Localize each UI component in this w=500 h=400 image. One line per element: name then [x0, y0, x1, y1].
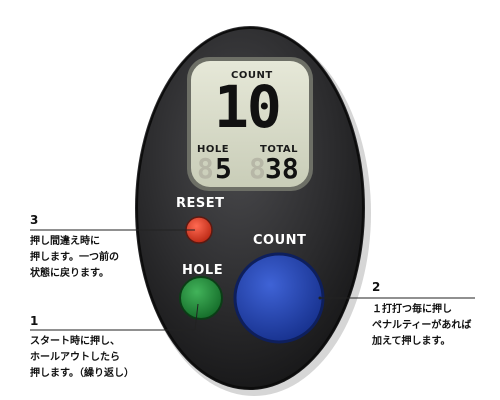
device-rim — [136, 27, 364, 389]
lcd-hole-label: HOLE — [197, 144, 230, 155]
lcd-total-value: 38 — [265, 152, 299, 185]
hole-button-label: HOLE — [182, 263, 224, 278]
hole-button[interactable] — [179, 276, 223, 320]
lcd-total-label: TOTAL — [260, 144, 298, 155]
lcd-total-ghost-digit: 8 — [249, 152, 266, 185]
callout-3-line-1: 押し間違え時に — [30, 236, 100, 247]
callout-line-1-leg — [194, 303, 199, 331]
callout-3-line-3: 状態に戻ります。 — [30, 268, 109, 279]
lcd-hole-value: 5 — [215, 152, 232, 185]
callout-3-line-2: 押します。一つ前の — [30, 252, 119, 263]
callout-1-line-1: スタート時に押し、 — [30, 336, 120, 347]
callout-text-2: １打打つ毎に押し ペナルティーがあれば 加えて押します。 — [372, 302, 471, 350]
callout-2-line-1: １打打つ毎に押し — [372, 304, 452, 315]
lcd-screen — [191, 61, 309, 187]
callout-number-2: 2 — [372, 280, 381, 294]
callout-text-1: スタート時に押し、 ホールアウトしたら 押します。（繰り返し） — [30, 334, 134, 382]
count-button[interactable] — [233, 252, 325, 344]
callout-1-line-2: ホールアウトしたら — [30, 352, 120, 363]
lcd-count-value: 10 — [214, 73, 282, 141]
callout-2-line-3: 加えて押します。 — [372, 336, 451, 347]
callout-text-3: 押し間違え時に 押します。一つ前の 状態に戻ります。 — [30, 234, 119, 282]
count-button-label: COUNT — [253, 233, 307, 248]
callout-number-1: 1 — [30, 314, 39, 328]
lcd-hole-ghost-digit: 8 — [197, 152, 214, 185]
callout-2-line-2: ペナルティーがあれば — [372, 320, 472, 331]
reset-button-label: RESET — [176, 196, 225, 211]
lcd-count-label: COUNT — [231, 70, 273, 81]
callout-dot-2 — [318, 296, 322, 300]
callout-1-line-3: 押します。（繰り返し） — [30, 368, 134, 379]
callout-number-3: 3 — [30, 213, 39, 227]
